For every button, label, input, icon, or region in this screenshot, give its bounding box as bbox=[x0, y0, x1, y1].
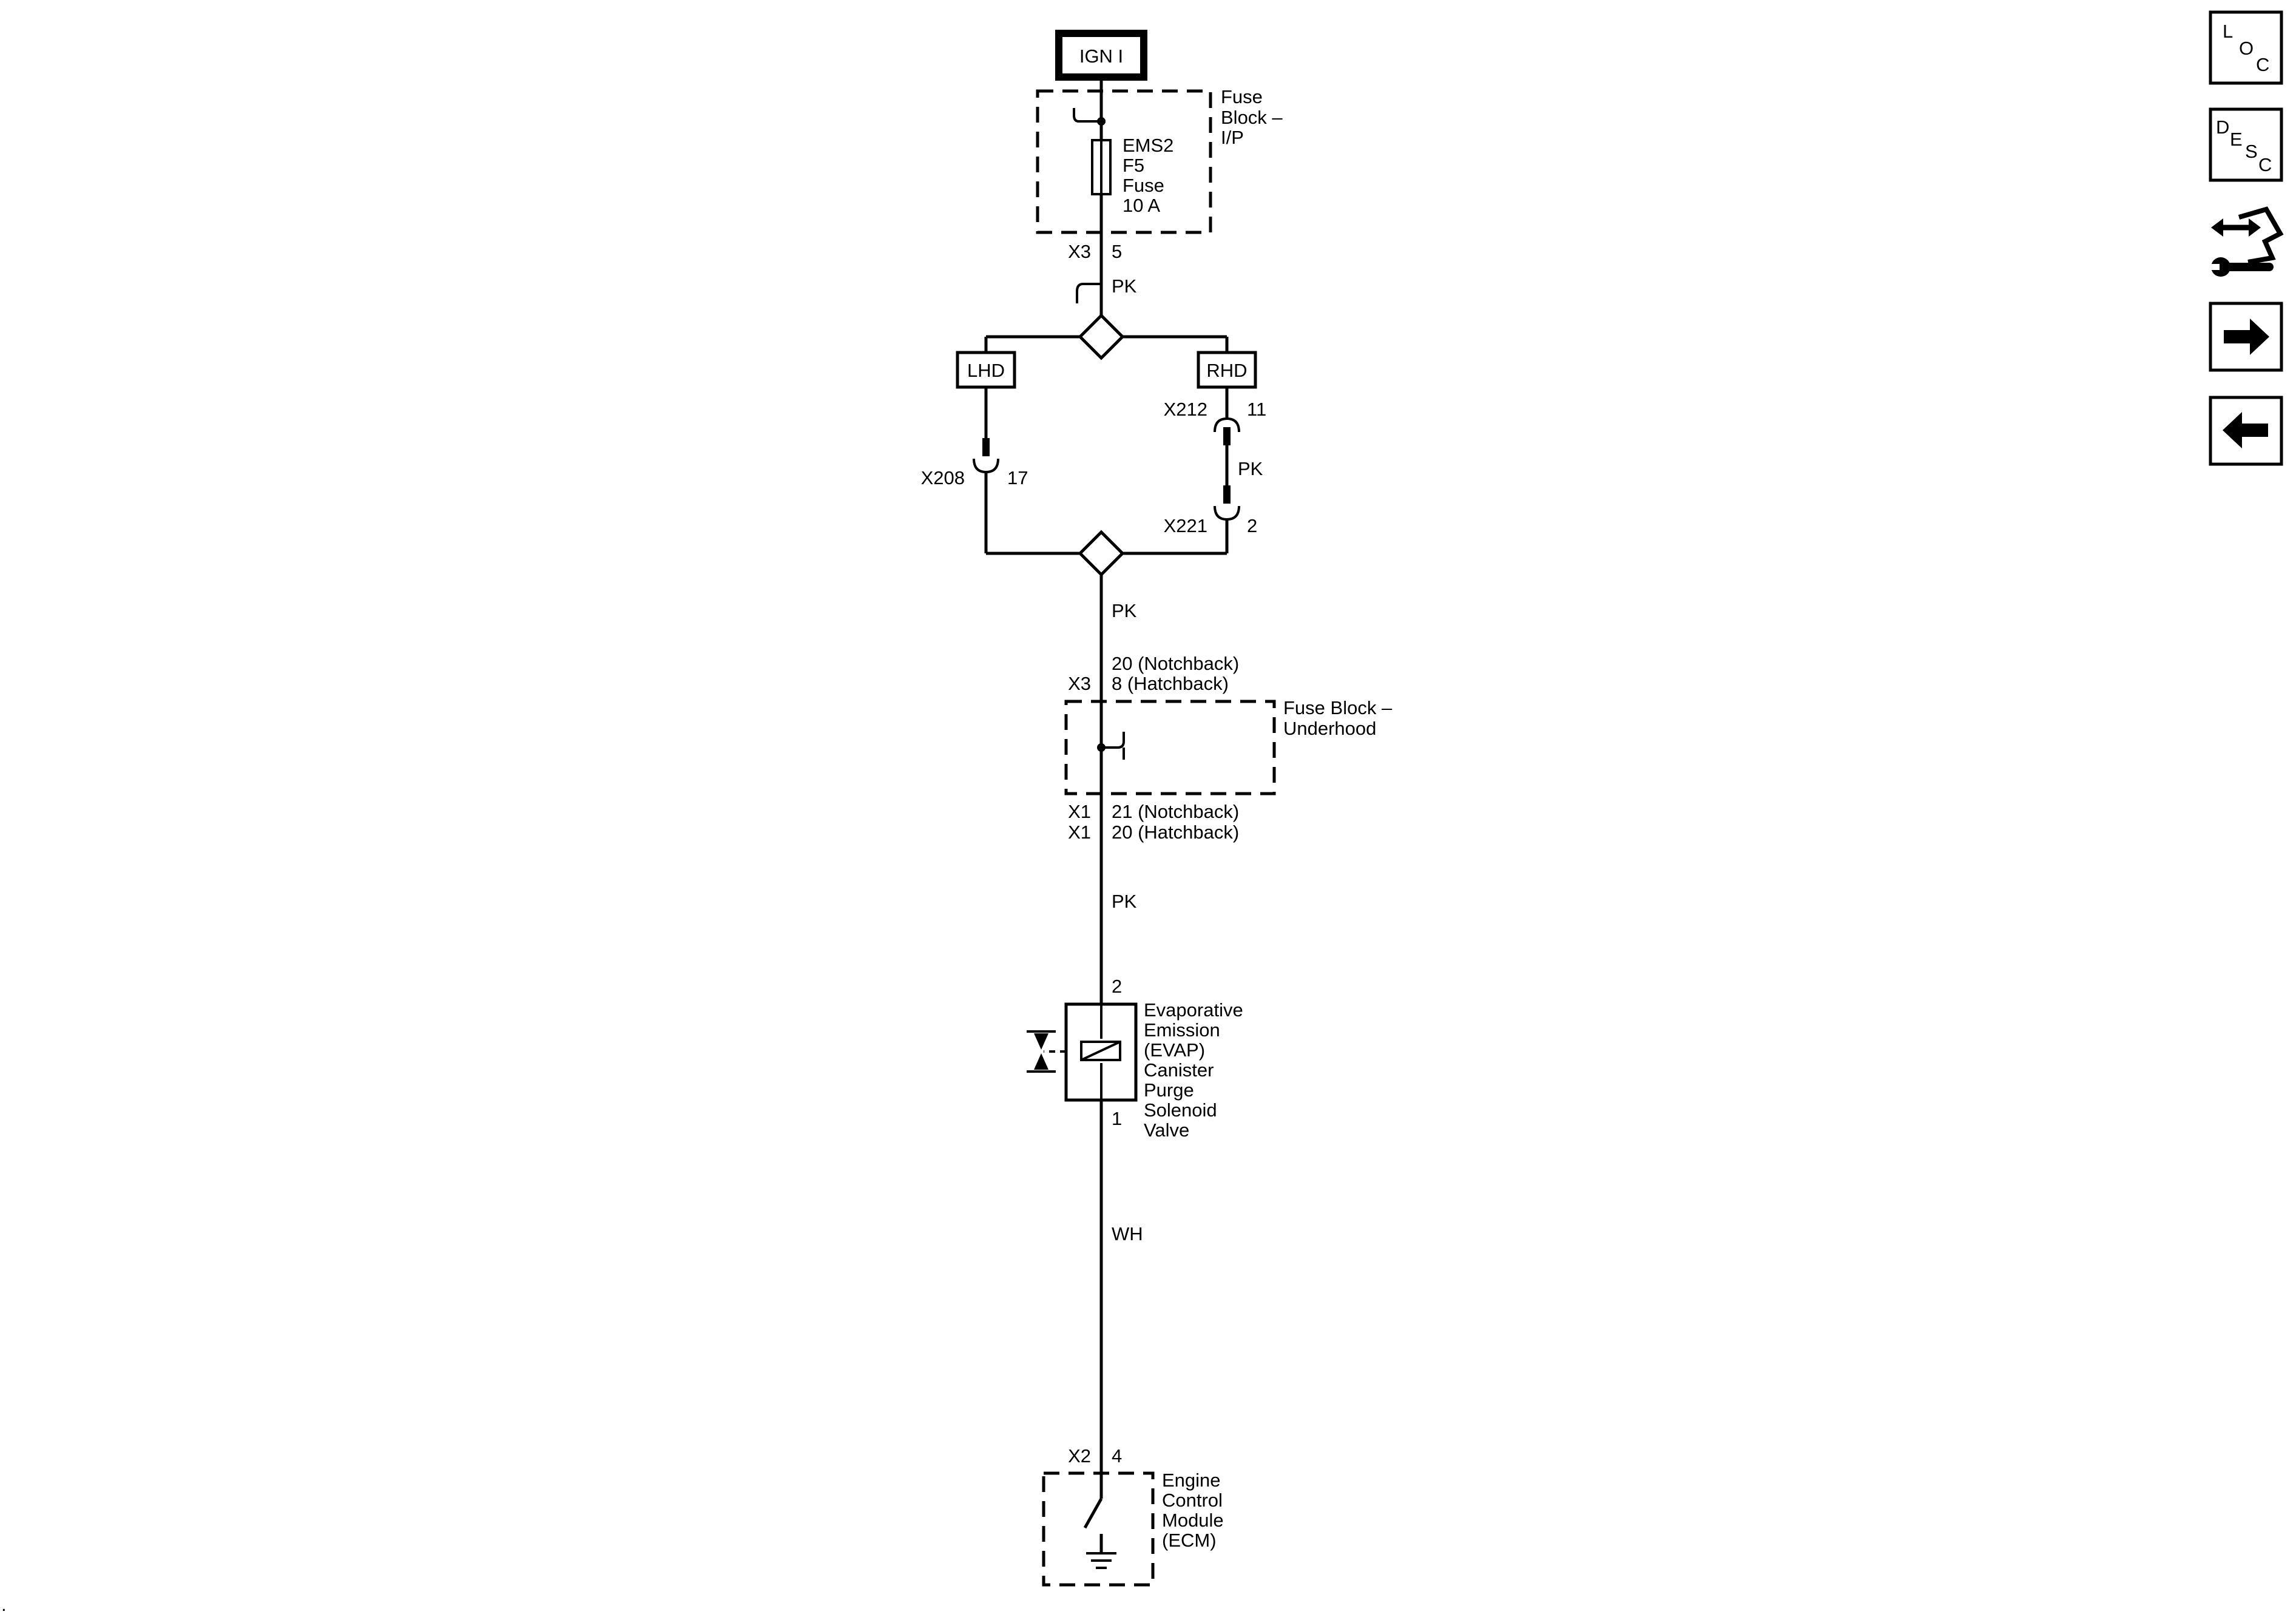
previous-arrow-icon bbox=[2223, 412, 2268, 448]
x221-socket bbox=[1214, 505, 1240, 521]
x212-pin-male bbox=[1223, 427, 1231, 445]
x221-pin: 2 bbox=[1247, 515, 1257, 536]
ground-icon bbox=[1086, 1552, 1116, 1569]
svg-text:D: D bbox=[2216, 116, 2229, 138]
svg-text:X1: X1 bbox=[1068, 801, 1091, 822]
next-arrow-icon bbox=[2224, 319, 2269, 355]
svg-text:8 (Hatchback): 8 (Hatchback) bbox=[1112, 673, 1229, 694]
power-source-label: IGN I bbox=[1079, 46, 1123, 67]
fuse-block-ip-label: Fuse Block – I/P bbox=[1221, 86, 1283, 148]
underhood-in-connector: X3 bbox=[1068, 673, 1091, 694]
evap-pin-bottom: 1 bbox=[1112, 1108, 1122, 1129]
x212-socket bbox=[1214, 417, 1240, 433]
lhd-option-box: LHD bbox=[956, 351, 1016, 389]
svg-text:C: C bbox=[2256, 54, 2269, 75]
x3-top-pin: 5 bbox=[1112, 241, 1122, 262]
rhd-option-box: RHD bbox=[1197, 351, 1257, 389]
underhood-out-pins: 21 (Notchback) 20 (Hatchback) bbox=[1112, 801, 1239, 843]
wire-color-pk-rhd: PK bbox=[1238, 458, 1263, 479]
svg-text:Valve: Valve bbox=[1144, 1119, 1189, 1141]
ecm-switch-blade bbox=[1083, 1497, 1103, 1529]
svg-text:Module: Module bbox=[1162, 1510, 1224, 1531]
wire-color-pk-1: PK bbox=[1112, 275, 1137, 297]
x212-pin: 11 bbox=[1247, 399, 1266, 420]
x208-connector: X208 bbox=[921, 467, 965, 488]
next-arrow-button[interactable] bbox=[2209, 302, 2283, 372]
ecm-pin: 4 bbox=[1112, 1445, 1122, 1467]
svg-text:X1: X1 bbox=[1068, 822, 1091, 843]
svg-text:O: O bbox=[2239, 38, 2254, 59]
ecm-label: Engine Control Module (ECM) bbox=[1162, 1470, 1224, 1551]
svg-text:(EVAP): (EVAP) bbox=[1144, 1039, 1205, 1061]
fuse-block-underhood-label: Fuse Block – Underhood bbox=[1283, 697, 1393, 739]
svg-text:Fuse Block –: Fuse Block – bbox=[1283, 697, 1393, 718]
valve-actuator-icon bbox=[1027, 1030, 1056, 1073]
svg-text:Purge: Purge bbox=[1144, 1079, 1194, 1101]
wire-color-pk-2: PK bbox=[1112, 600, 1137, 621]
underhood-out-connectors: X1 X1 bbox=[1068, 801, 1091, 843]
svg-text:Evaporative: Evaporative bbox=[1144, 999, 1243, 1021]
svg-text:LHD: LHD bbox=[967, 360, 1005, 381]
fuse-label: EMS2 F5 Fuse 10 A bbox=[1123, 135, 1173, 216]
svg-text:Block –: Block – bbox=[1221, 107, 1283, 128]
evap-pin-top: 2 bbox=[1112, 976, 1122, 997]
svg-text:20 (Notchback): 20 (Notchback) bbox=[1112, 653, 1239, 674]
x208-socket bbox=[973, 458, 999, 474]
svg-text:10 A: 10 A bbox=[1123, 195, 1160, 216]
svg-text:Fuse: Fuse bbox=[1123, 175, 1164, 196]
power-source-box: IGN I bbox=[1055, 30, 1147, 81]
fuse-block-ip-outline bbox=[1036, 89, 1212, 234]
svg-text:E: E bbox=[2230, 129, 2243, 150]
svg-text:Control: Control bbox=[1162, 1490, 1223, 1511]
wire-color-pk-3: PK bbox=[1112, 891, 1137, 912]
underhood-bus-hook bbox=[1101, 732, 1125, 760]
svg-text:Emission: Emission bbox=[1144, 1019, 1220, 1041]
svg-text:I/P: I/P bbox=[1221, 127, 1244, 148]
svg-text:Engine: Engine bbox=[1162, 1470, 1221, 1491]
svg-text:20 (Hatchback): 20 (Hatchback) bbox=[1112, 822, 1239, 843]
previous-arrow-button[interactable] bbox=[2209, 396, 2283, 466]
x3-top-connector: X3 bbox=[1068, 241, 1091, 262]
x221-pin-male bbox=[1223, 485, 1231, 504]
ecm-connector: X2 bbox=[1068, 1445, 1091, 1467]
svg-text:(ECM): (ECM) bbox=[1162, 1530, 1217, 1551]
wire-color-wh: WH bbox=[1112, 1223, 1143, 1244]
connector-repair-icon[interactable] bbox=[2209, 203, 2284, 279]
svg-text:RHD: RHD bbox=[1206, 360, 1247, 381]
svg-text:21 (Notchback): 21 (Notchback) bbox=[1112, 801, 1239, 822]
x221-connector: X221 bbox=[1164, 515, 1207, 536]
x208-pin-male bbox=[982, 438, 990, 456]
stray-mark: . bbox=[1, 1594, 7, 1615]
fuse-block-underhood-outline bbox=[1064, 700, 1276, 795]
ecm-outline bbox=[1042, 1471, 1155, 1587]
svg-text:Solenoid: Solenoid bbox=[1144, 1099, 1217, 1121]
loc-button[interactable]: L O C bbox=[2209, 10, 2283, 85]
desc-button[interactable]: D E S C bbox=[2209, 107, 2283, 182]
svg-text:F5: F5 bbox=[1123, 155, 1144, 176]
splice-diamond-upper bbox=[1078, 313, 1125, 360]
svg-text:Underhood: Underhood bbox=[1283, 718, 1376, 739]
svg-text:C: C bbox=[2258, 154, 2272, 175]
evap-label: Evaporative Emission (EVAP) Canister Pur… bbox=[1144, 999, 1243, 1141]
svg-text:L: L bbox=[2223, 21, 2233, 42]
fuse-bus-hook bbox=[1073, 108, 1101, 123]
underhood-in-pins: 20 (Notchback) 8 (Hatchback) bbox=[1112, 653, 1239, 694]
svg-text:EMS2: EMS2 bbox=[1123, 135, 1173, 156]
svg-text:S: S bbox=[2245, 141, 2258, 162]
svg-text:Fuse: Fuse bbox=[1221, 86, 1263, 107]
splice-diamond-lower bbox=[1078, 530, 1125, 577]
x208-pin: 17 bbox=[1007, 467, 1028, 488]
svg-text:Canister: Canister bbox=[1144, 1059, 1214, 1081]
x3-wire-hook bbox=[1076, 283, 1101, 303]
x212-connector: X212 bbox=[1164, 399, 1207, 420]
